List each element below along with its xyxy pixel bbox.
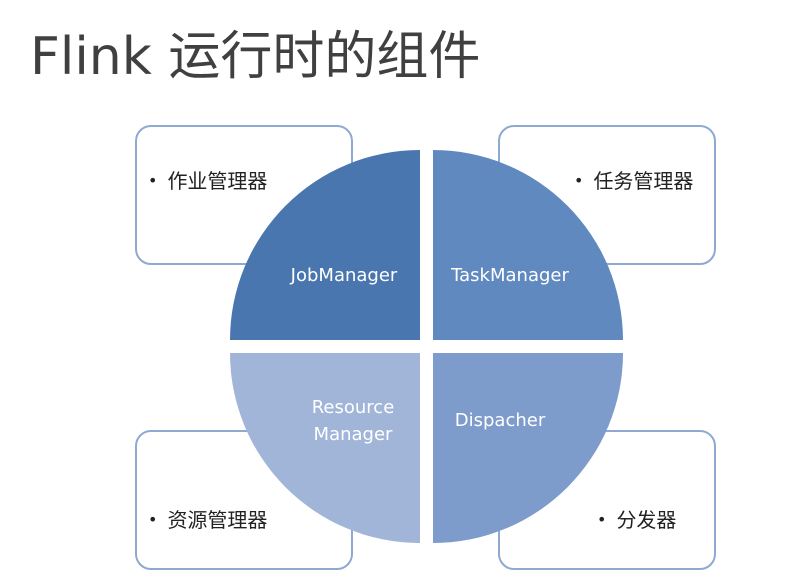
task-manager-quadrant [433,150,623,340]
task-manager-description: •任务管理器 [574,169,694,193]
job-manager-label: JobManager [290,265,398,286]
page-title: Flink 运行时的组件 [30,27,481,87]
bullet-icon: • [597,510,607,529]
resource-manager-label-line1: Resource [312,397,395,418]
bullet-icon: • [148,171,158,190]
bullet-icon: • [574,171,584,190]
job-manager-quadrant [230,150,420,340]
task-manager-label: TaskManager [450,265,569,286]
resource-manager-quadrant [230,353,420,543]
bullet-icon: • [148,510,158,529]
dispatcher-quadrant [433,353,623,543]
job-manager-description: •作业管理器 [148,169,268,193]
dispatcher-label: Dispacher [455,410,546,431]
resource-manager-label-line2: Manager [314,424,393,445]
resource-manager-description: •资源管理器 [148,508,268,532]
dispatcher-description: •分发器 [597,508,677,532]
